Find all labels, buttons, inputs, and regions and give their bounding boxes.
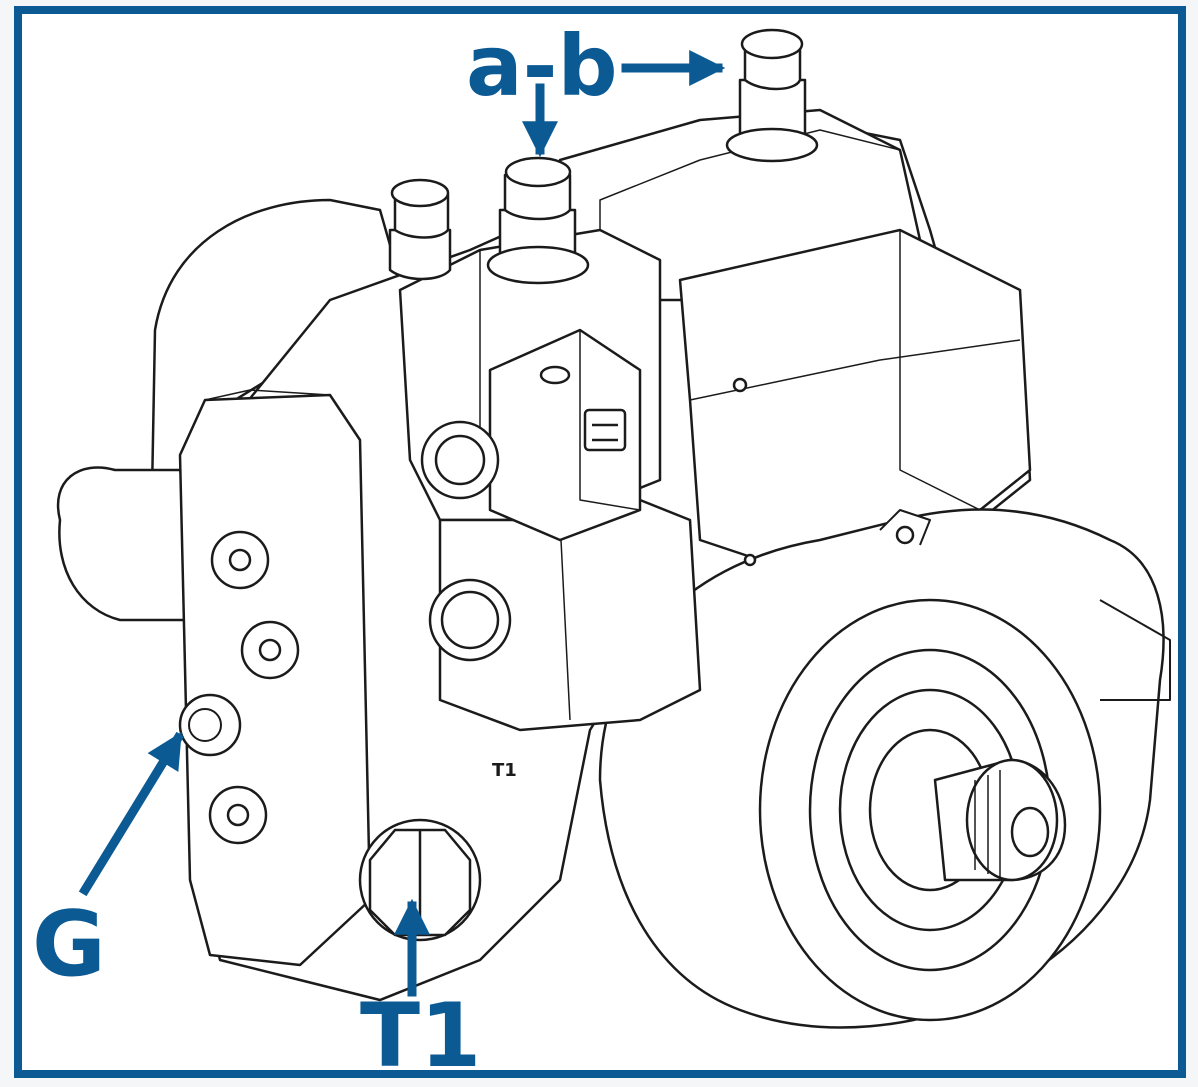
arrow-g [78,731,185,897]
callout-t1: T1 [360,984,482,1087]
t1-stamp: T1 [492,760,517,781]
port-plate [178,393,372,967]
callout-a-b: a-b [466,17,618,115]
callout-g: G [32,892,106,997]
adjuster-fitting-right [725,28,819,163]
g-port-fitting [188,708,222,742]
left-boss [56,466,202,622]
t1-drain-plug [358,818,482,942]
port-plate-bolts [178,530,300,845]
adjuster-fitting-left [388,178,452,281]
adjuster-fitting-center [486,156,590,285]
